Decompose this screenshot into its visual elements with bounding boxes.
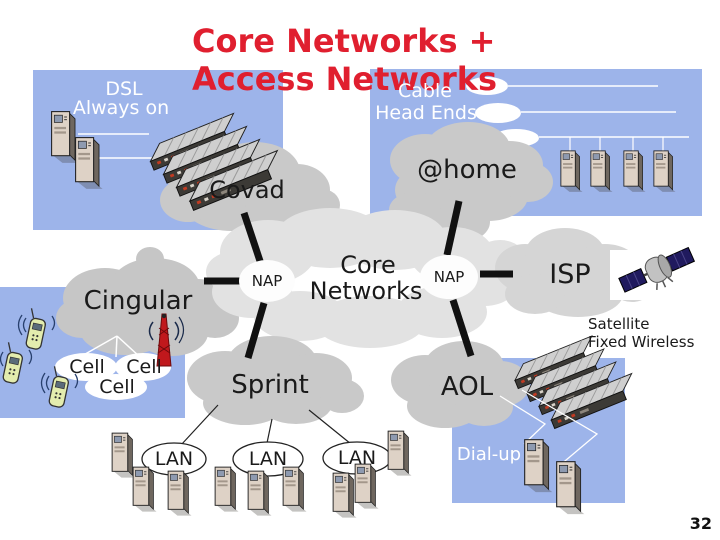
nap-left-node	[239, 260, 295, 302]
computer-tower-icon	[590, 150, 613, 193]
computer-tower-icon	[387, 430, 412, 477]
computer-tower-icon	[623, 150, 646, 193]
computer-tower-icon	[653, 150, 676, 193]
cell-ellipses	[55, 353, 171, 400]
computer-tower-icon	[332, 472, 357, 519]
nap-right-label: NAP	[433, 268, 465, 286]
core-cloud-label-line2: Networks	[309, 277, 423, 305]
computer-tower-icon	[560, 150, 583, 193]
computer-tower-icon	[132, 466, 157, 513]
lan-label-2: LAN	[248, 448, 288, 470]
computer-tower-icon	[214, 466, 239, 513]
backbone-links	[204, 200, 513, 359]
core-cloud-label-line1: Core	[340, 251, 396, 279]
nap-right-node	[420, 255, 478, 299]
athome-cloud-label: @home	[417, 155, 517, 185]
cingular-cloud	[56, 247, 239, 356]
computer-tower-icon	[556, 461, 585, 515]
page-number: 32	[689, 514, 712, 533]
satellite-label-line2: Fixed Wireless	[588, 333, 695, 351]
computer-tower-icon	[354, 463, 379, 510]
computer-tower-icon	[111, 432, 136, 479]
cell-label-2: Cell	[126, 356, 162, 378]
cell-label-1: Cell	[69, 356, 105, 378]
link-covad-nap	[240, 211, 266, 269]
lan-label-3: LAN	[337, 447, 377, 469]
computer-tower-icon	[524, 439, 553, 493]
link-nap-sprint	[244, 302, 268, 359]
aol-cloud-label: AOL	[440, 372, 494, 402]
aol-cloud	[391, 341, 530, 428]
nap-left-label: NAP	[251, 272, 283, 290]
cingular-cloud-label: Cingular	[83, 286, 193, 316]
dsl-label-line1: DSL	[105, 78, 143, 100]
computer-tower-icon	[282, 466, 307, 513]
dsl-label-line2: Always on	[72, 97, 170, 119]
computer-tower-icon	[167, 470, 192, 517]
sprint-lan-links	[180, 404, 352, 446]
computer-tower-icon	[247, 470, 272, 517]
cell-label-3: Cell	[99, 376, 135, 398]
isp-cloud-label: ISP	[549, 259, 591, 290]
cable-headend-wires	[466, 77, 689, 152]
dialup-label: Dial-up	[456, 444, 522, 465]
link-athome-nap	[443, 200, 463, 256]
cable-label-line2: Head Ends	[375, 102, 477, 124]
cable-label-line1: Cable	[398, 80, 452, 102]
computer-tower-icon	[75, 137, 104, 190]
covad-cloud-label: Covad	[209, 176, 285, 204]
link-nap-aol	[449, 298, 475, 358]
slide-title: Core Networks + Access Networks	[192, 22, 498, 98]
dialup-phone-lines	[499, 389, 599, 467]
sprint-cloud-label: Sprint	[231, 370, 309, 400]
computer-tower-icon	[51, 111, 80, 164]
satellite-label-line1: Satellite	[588, 315, 650, 333]
lan-label-1: LAN	[154, 448, 194, 470]
